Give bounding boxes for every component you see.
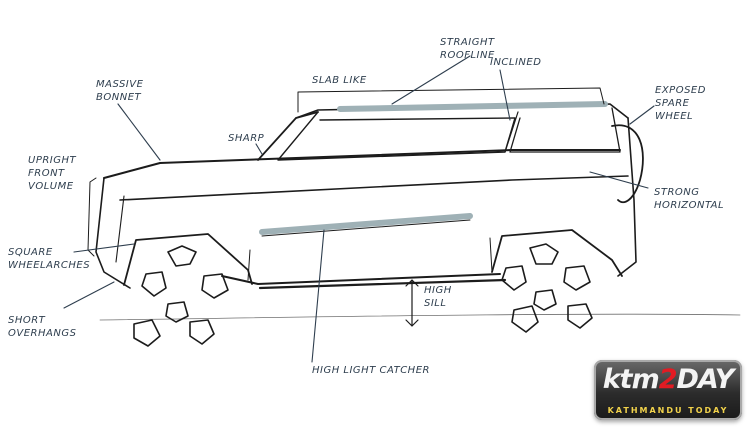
label-square-wheelarches: SQUARE WHEELARCHES [8,247,91,271]
ktm2day-watermark-logo: ktm2DAY KATHMANDU TODAY [594,360,742,420]
rear-window [509,107,621,153]
front-volume [95,177,131,289]
label-massive-bonnet: MASSIVE BONNET [96,79,144,103]
label-high-light-catcher: HIGH LIGHT CATCHER [312,365,430,376]
label-high-sill: HIGH SILL [424,285,452,309]
front-wheel-spokes [133,245,229,347]
leader-horizontal [589,171,649,189]
label-sharp: SHARP [228,133,265,144]
strong-horizontal-line [119,175,629,201]
rear-wheel-spokes [501,243,593,333]
leader-sharp [255,143,263,155]
leader-highlight [311,229,325,363]
bonnet [103,149,621,179]
highlight-catcher [259,213,473,235]
leader-wheelarches [73,243,135,253]
door-cut [247,237,493,281]
rear-body [617,117,637,277]
leader-bonnet [117,103,161,161]
logo-wordmark: ktm2DAY [602,364,735,395]
logo-tagline: KATHMANDU TODAY [607,406,729,415]
leader-inclined [499,69,511,121]
label-straight-roofline: STRAIGHT ROOFLINE [440,37,495,61]
label-short-overhangs: SHORT OVERHANGS [8,315,77,339]
ground-line [99,313,741,321]
label-upright-front-volume: UPRIGHT FRONT VOLUME [28,155,77,192]
leader-roofline [391,55,471,105]
front-wheelarch [123,233,253,286]
lower-body-sill [221,273,501,285]
roof-rail-highlight [337,101,608,112]
spare-wheel [611,124,644,204]
label-slab-like: SLAB LIKE [312,75,367,86]
leader-spare-wheel [629,105,655,125]
high-sill-arrow [405,279,419,327]
highlight-catcher-edge [261,219,471,237]
front-grille [115,195,125,263]
windshield-a-pillar [257,111,319,161]
b-pillar [504,111,519,153]
label-strong-horizontal: STRONG HORIZONTAL [654,187,725,211]
label-inclined: INCLINED [490,57,542,68]
window-beltline [277,111,516,161]
rear-wheelarch [491,229,623,277]
sill-ground-line [258,278,507,290]
leader-overhangs [63,281,115,309]
slab-bracket [297,87,605,113]
front-volume-bracket [87,177,97,257]
label-exposed-spare-wheel: EXPOSED SPARE WHEEL [655,85,706,122]
